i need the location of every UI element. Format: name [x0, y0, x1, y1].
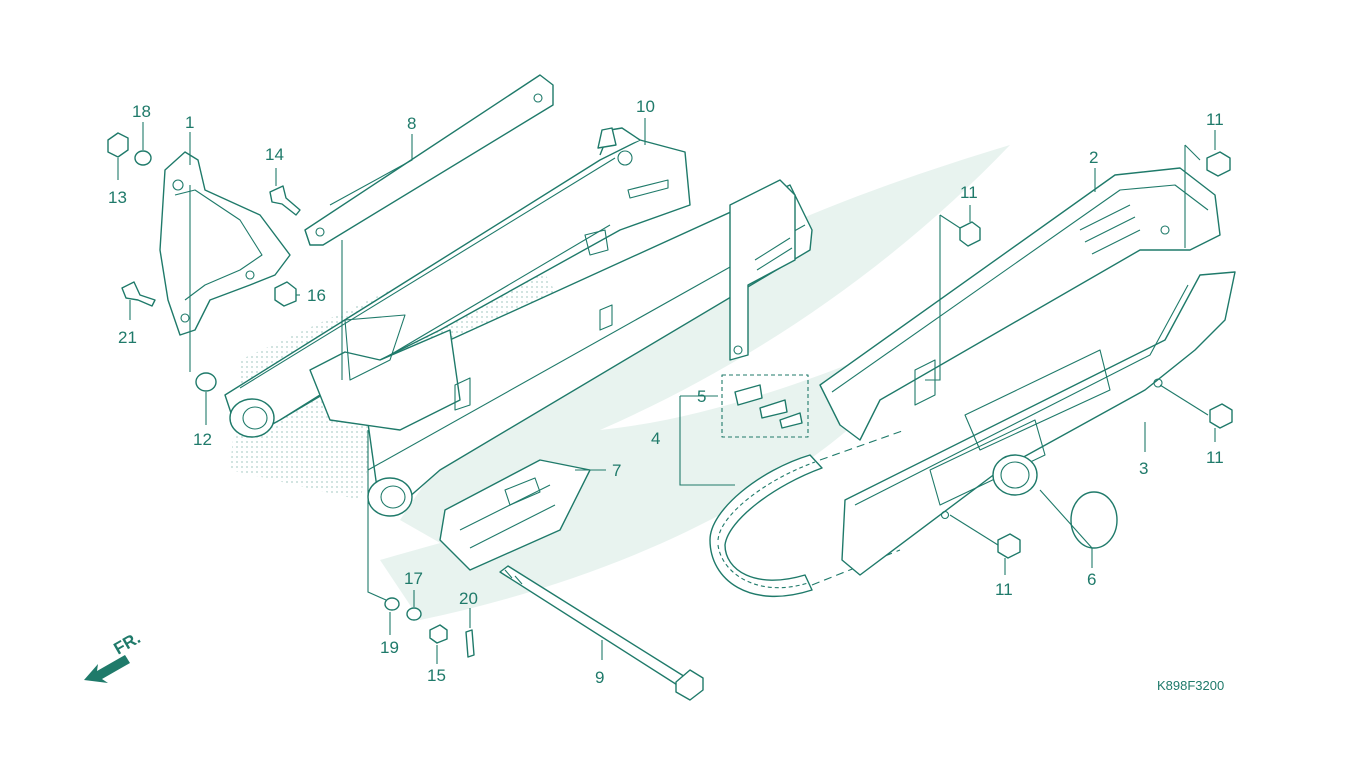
- callout-2: 2: [1089, 148, 1098, 167]
- chain-slider: [439, 459, 591, 571]
- callout-20: 20: [459, 589, 478, 608]
- inspection-cap: [1070, 491, 1118, 549]
- chain-guide-plate: [159, 151, 291, 336]
- callout-6: 6: [1087, 570, 1096, 589]
- leader-lines: [117, 118, 1216, 664]
- callout-12: 12: [193, 430, 212, 449]
- callout-5: 5: [697, 387, 706, 406]
- callout-9: 9: [595, 668, 604, 687]
- front-direction-arrow: FR.: [84, 628, 144, 683]
- callout-11-upper-case: 11: [960, 183, 978, 202]
- callout-14: 14: [265, 145, 284, 164]
- callout-11-top-right: 11: [1206, 110, 1224, 129]
- callout-11-right: 11: [1206, 448, 1224, 467]
- callouts: 1 2 3 4 5 6 7 8 9 10 11 11 11 11 12 13 1…: [108, 97, 1224, 687]
- callout-8: 8: [407, 114, 416, 133]
- callout-15: 15: [427, 666, 446, 685]
- callout-18: 18: [132, 102, 151, 121]
- hardware: [107, 132, 1233, 658]
- upper-chain-case: [819, 167, 1221, 441]
- swingarm: [224, 127, 813, 517]
- callout-10: 10: [636, 97, 655, 116]
- callout-19: 19: [380, 638, 399, 657]
- upper-bracket: [304, 74, 554, 246]
- callout-13: 13: [108, 188, 127, 207]
- watermark-wing: [380, 145, 1010, 620]
- callout-4: 4: [651, 429, 660, 448]
- callout-7: 7: [612, 461, 621, 480]
- callout-11-bottom: 11: [995, 580, 1013, 599]
- callout-17: 17: [404, 569, 423, 588]
- master-link: [721, 374, 809, 438]
- callout-16: 16: [307, 286, 326, 305]
- pivot-bolt: [499, 565, 704, 701]
- callout-3: 3: [1139, 459, 1148, 478]
- front-marker-label: FR.: [111, 628, 144, 658]
- callout-21: 21: [118, 328, 137, 347]
- callout-1: 1: [185, 113, 194, 132]
- diagram-code: K898F3200: [1157, 678, 1224, 693]
- lower-chain-case: [841, 271, 1236, 576]
